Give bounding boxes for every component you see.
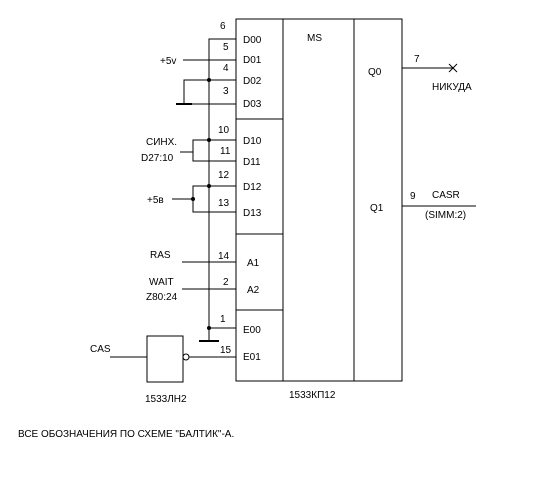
input-label-e01: E01 [243,352,261,363]
chip-main-label: MS [307,33,322,44]
pin-number-14: 14 [218,251,230,262]
pin-number-4: 4 [223,63,229,74]
junction-d02 [207,78,211,82]
signal-label-z80: Z80:24 [146,292,178,303]
junction-d12 [207,184,211,188]
input-label-d03: D03 [243,99,262,110]
input-label-d02: D02 [243,76,262,87]
junction-d10 [207,138,211,142]
output-label-q1: Q1 [370,203,384,214]
pin-numbers: 6 5 4 3 10 11 12 13 14 2 1 15 [218,21,232,356]
signal-label-d27: D27:10 [141,153,174,164]
pin-number-2: 2 [223,277,229,288]
inverter-part-number: 1533ЛН2 [145,394,187,405]
input-label-d11: D11 [243,157,261,168]
signal-label-casr: CASR [432,190,460,201]
pin-number-5: 5 [223,42,229,53]
inverter-body [146,335,184,383]
pin-number-12: 12 [218,170,230,181]
pin-number-3: 3 [223,86,229,97]
inverter-bubble [182,353,190,361]
wire-d00-ground-bus [208,38,236,328]
input-label-d01: D01 [243,55,262,66]
signal-label-simm: (SIMM:2) [425,210,466,221]
input-label-d10: D10 [243,136,262,147]
wire-d03 [183,79,236,105]
no-connect-mark [448,63,458,73]
wiring-address: RAS WAIT Z80:24 [146,250,236,303]
pin-number-13: 13 [218,198,230,209]
wire-d11 [192,139,236,162]
output-q1: Q1 9 CASR (SIMM:2) [370,190,476,221]
signal-label-wait: WAIT [149,277,174,288]
junction-plus5b [191,197,195,201]
pin-number-1: 1 [220,314,226,325]
pin-number-6: 6 [220,21,226,32]
input-label-a2: A2 [247,285,260,296]
signal-label-ras: RAS [150,250,171,261]
pin-number-7: 7 [414,54,420,65]
wire-d13 [192,185,236,213]
signal-label-cas: CAS [90,344,111,355]
input-labels: D00 D01 D02 D03 D10 D11 D12 D13 A1 A2 E0… [243,35,262,363]
signal-label-plus5b: +5в [147,195,164,206]
signal-label-nowhere: НИКУДА [432,82,472,93]
pin-number-11: 11 [220,146,231,157]
output-q0: Q0 7 НИКУДА [368,54,472,93]
footnote: ВСЕ ОБОЗНАЧЕНИЯ ПО СХЕМЕ "БАЛТИК"-А. [18,429,234,440]
input-label-e00: E00 [243,325,261,336]
chip-body: MS 1533КП12 [235,18,403,401]
wiring-d0-group: +5v [160,38,236,328]
output-label-q0: Q0 [368,67,382,78]
input-label-d12: D12 [243,182,262,193]
pin-number-15: 15 [220,345,232,356]
wiring-enable [189,326,236,358]
signal-label-plus5v: +5v [160,56,176,67]
pin-number-9: 9 [410,191,416,202]
input-label-d00: D00 [243,35,262,46]
input-label-a1: A1 [247,258,260,269]
inverter-gate: CAS 1533ЛН2 [90,335,190,405]
chip-outline [235,18,403,382]
pin-number-10: 10 [218,125,230,136]
wiring-d1-group: СИНХ. D27:10 +5в [141,137,236,213]
chip-part-number: 1533КП12 [289,390,336,401]
input-label-d13: D13 [243,208,262,219]
signal-label-sync: СИНХ. [146,137,177,148]
